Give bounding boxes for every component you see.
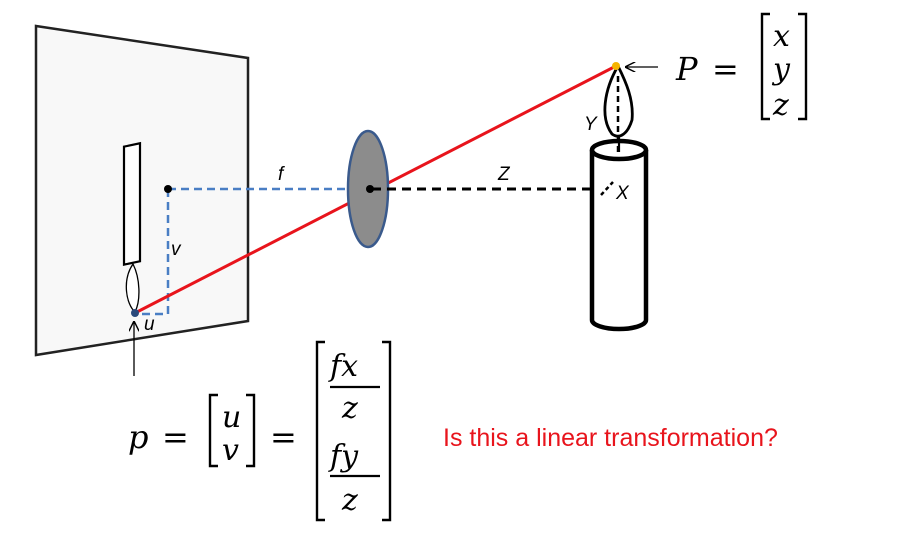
P-entry-z: z <box>772 88 789 123</box>
label-Z: Z <box>497 164 511 185</box>
point-P-marker <box>612 62 620 70</box>
image-plane <box>34 24 250 357</box>
projected-candle-body <box>122 141 142 266</box>
principal-point <box>164 185 172 193</box>
fraction-1-numerator: fx <box>328 349 358 384</box>
candle-body <box>589 150 649 332</box>
label-f: f <box>278 164 285 185</box>
point-equation: P = x y z <box>675 12 808 123</box>
label-u: u <box>144 314 155 335</box>
P-bracket-right <box>798 12 808 121</box>
x-axis-tick <box>600 181 614 196</box>
frac-bracket-left <box>315 340 325 522</box>
v-dashed-line <box>135 189 170 316</box>
label-v: v <box>171 239 182 260</box>
p-symbol: p <box>128 418 148 456</box>
P-bracket-left <box>760 12 770 121</box>
fraction-2-denominator: z <box>341 483 358 518</box>
image-point-marker <box>131 309 139 317</box>
vector-entry-v: v <box>222 433 239 468</box>
frac-bracket-right <box>382 340 392 522</box>
uv-bracket-right <box>246 393 256 468</box>
P-equals: = <box>712 50 739 88</box>
p-equals-2: = <box>270 418 297 456</box>
P-entry-x: x <box>773 19 790 54</box>
lens-center <box>366 185 374 193</box>
label-X: X <box>615 183 630 204</box>
linear-transformation-question: Is this a linear transformation? <box>443 424 778 452</box>
p-equals-1: = <box>162 418 189 456</box>
projection-equation: p = u v = fx z fy z <box>128 340 392 522</box>
P-symbol: P <box>675 50 698 88</box>
P-entry-y: y <box>771 52 791 87</box>
uv-bracket-left <box>208 393 218 468</box>
fraction-2-numerator: fy <box>328 439 359 474</box>
label-Y: Y <box>584 114 598 135</box>
fraction-1-denominator: z <box>341 391 358 426</box>
vector-entry-u: u <box>222 400 241 435</box>
